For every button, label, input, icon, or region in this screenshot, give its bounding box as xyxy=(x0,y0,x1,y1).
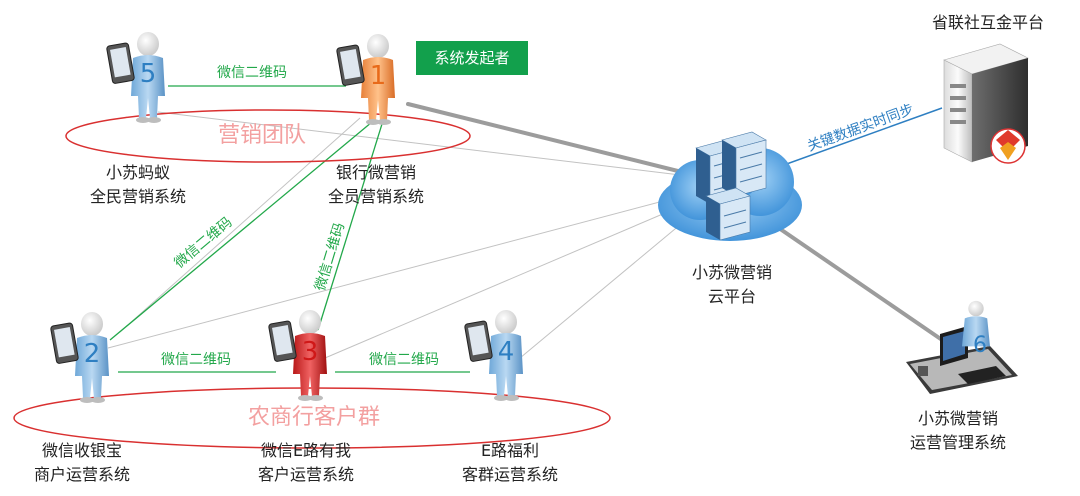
qr-label-5-1: 微信二维码 xyxy=(217,65,287,81)
node-5-ant-marketing: 5 xyxy=(106,32,165,123)
phone-icon xyxy=(268,320,297,362)
initiator-badge: 系统发起者 xyxy=(416,41,528,75)
node-5-number: 5 xyxy=(140,59,157,89)
node-1-bank-marketing: 1 xyxy=(336,34,395,125)
node-2-caption-2: 商户运营系统 xyxy=(34,465,130,484)
link-3-cloud xyxy=(324,195,706,359)
qr-label-2-3: 微信二维码 xyxy=(161,352,231,368)
node-4-caption-1: E路福利 xyxy=(481,441,539,460)
province-logo-icon xyxy=(990,128,1026,164)
link-1-cloud xyxy=(406,102,700,178)
person-icon xyxy=(293,310,327,401)
node-5-caption-2: 全民营销系统 xyxy=(90,187,186,206)
node-6-caption-1: 小苏微营销 xyxy=(918,409,998,428)
marketing-team-label: 营销团队 xyxy=(218,123,306,148)
sync-link xyxy=(769,107,943,171)
cloud-platform: 小苏微营销 云平台 xyxy=(658,131,802,306)
cloud-caption-1: 小苏微营销 xyxy=(692,263,772,282)
initiator-badge-text: 系统发起者 xyxy=(434,49,509,67)
phone-icon xyxy=(50,322,79,364)
person-icon xyxy=(131,32,165,123)
link-2-1 xyxy=(109,121,373,341)
phone-icon xyxy=(106,42,135,84)
node-3-caption-2: 客户运营系统 xyxy=(258,465,354,484)
node-4-caption-2: 客群运营系统 xyxy=(462,465,558,484)
node-4-eroad-welfare: 4 xyxy=(464,310,523,401)
link-4-cloud xyxy=(519,203,706,359)
link-5-cloud xyxy=(157,111,706,179)
customer-group-label: 农商行客户群 xyxy=(248,405,380,430)
node-1-caption-1: 银行微营销 xyxy=(336,163,416,182)
link-2-cloud xyxy=(107,189,706,349)
node-1-number: 1 xyxy=(370,61,387,91)
node-2-wechat-cashier: 2 xyxy=(50,312,109,403)
link-3-1 xyxy=(317,123,383,331)
node-6-number: 6 xyxy=(973,333,987,358)
marketing-team-ellipse xyxy=(65,109,471,163)
node-6-caption-2: 运营管理系统 xyxy=(910,433,1006,452)
phone-icon xyxy=(464,320,493,362)
cloud-caption-2: 云平台 xyxy=(708,287,756,306)
link-1-3 xyxy=(119,117,361,333)
person-icon xyxy=(962,300,990,347)
node-5-caption-1: 小苏蚂蚁 xyxy=(106,163,170,182)
province-platform: 省联社互金平台 xyxy=(932,13,1044,164)
node-3-wechat-eroad: 3 xyxy=(268,310,327,401)
person-icon xyxy=(361,34,395,125)
qr-label-3-4: 微信二维码 xyxy=(369,352,439,368)
node-2-caption-1: 微信收银宝 xyxy=(42,441,122,460)
thick-links xyxy=(406,102,950,346)
qr-label-3-1: 微信二维码 xyxy=(312,221,348,293)
sync-label: 关键数据实时同步 xyxy=(805,102,916,155)
node-1-caption-2: 全员营销系统 xyxy=(328,187,424,206)
phone-icon xyxy=(336,44,365,86)
node-4-number: 4 xyxy=(498,337,515,367)
node-3-number: 3 xyxy=(302,337,319,367)
gray-links xyxy=(107,111,706,359)
person-icon xyxy=(75,312,109,403)
node-2-number: 2 xyxy=(84,339,101,369)
node-6-operations: 6 小苏微营销 运营管理系统 xyxy=(906,300,1018,452)
link-cloud-6 xyxy=(768,220,950,346)
server-rack-icon xyxy=(695,131,767,241)
person-icon xyxy=(489,310,523,401)
node-3-caption-1: 微信E路有我 xyxy=(261,441,351,460)
computer-icon xyxy=(906,326,1018,394)
server-label: 省联社互金平台 xyxy=(932,13,1044,32)
